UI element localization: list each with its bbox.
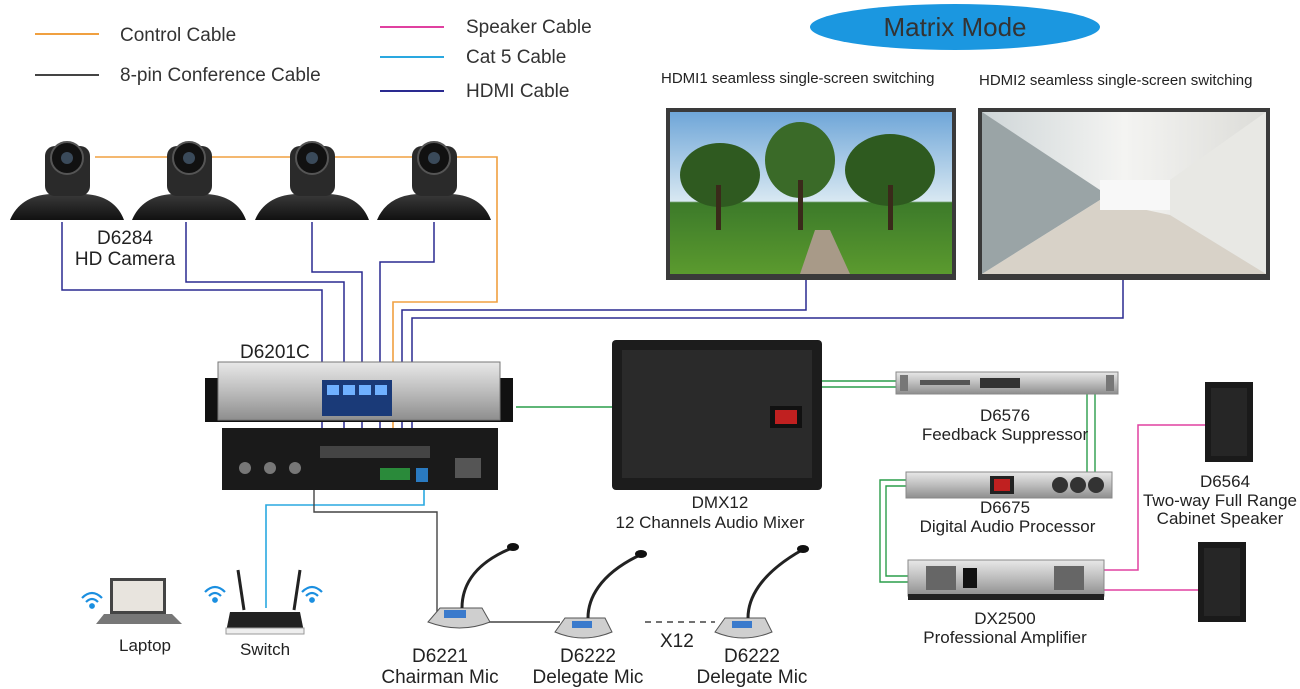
delegate2-model-label: D6222 bbox=[724, 646, 780, 667]
mixer-unit bbox=[612, 340, 822, 490]
suppressor-model-label: D6576 bbox=[979, 406, 1031, 425]
amplifier-unit bbox=[907, 559, 1105, 600]
delegate-mic-2 bbox=[714, 545, 809, 639]
amplifier-name-label: Professional Amplifier bbox=[923, 628, 1087, 647]
host-model-label: D6201C bbox=[240, 342, 310, 363]
audio-lines bbox=[516, 380, 1096, 583]
camera-2 bbox=[132, 141, 246, 220]
wifi-icon-laptop bbox=[81, 591, 103, 609]
legend-hdmi-label: HDMI Cable bbox=[466, 81, 570, 102]
processor-unit bbox=[905, 471, 1113, 499]
camera-3 bbox=[255, 141, 369, 220]
wifi-icon-switch-left bbox=[204, 585, 226, 603]
delegate1-model-label: D6222 bbox=[560, 646, 616, 667]
mode-title: Matrix Mode bbox=[810, 4, 1100, 50]
processor-name-label: Digital Audio Processor bbox=[919, 517, 1096, 536]
mixer-name-label: 12 Channels Audio Mixer bbox=[615, 513, 805, 532]
amplifier-model-label: DX2500 bbox=[974, 609, 1036, 628]
legend-cat5-label: Cat 5 Cable bbox=[466, 47, 567, 68]
chairman-mic bbox=[427, 543, 519, 629]
speaker-cables bbox=[1104, 424, 1205, 591]
laptop-label: Laptop bbox=[119, 636, 171, 655]
speaker-name-line2: Cabinet Speaker bbox=[1156, 509, 1284, 528]
delegate2-name-label: Delegate Mic bbox=[696, 667, 808, 688]
camera-model-label: D6284 bbox=[97, 228, 153, 249]
camera-4 bbox=[377, 141, 491, 220]
chairman-model-label: D6221 bbox=[412, 646, 468, 667]
legend-control-label: Control Cable bbox=[120, 25, 237, 46]
switch-device bbox=[225, 569, 305, 635]
laptop-device bbox=[96, 578, 182, 624]
legend-conference-label: 8-pin Conference Cable bbox=[120, 65, 321, 86]
wifi-icon-switch-right bbox=[301, 585, 323, 603]
mixer-model-label: DMX12 bbox=[691, 493, 749, 512]
suppressor-name-label: Feedback Suppressor bbox=[921, 425, 1089, 444]
camera-name-label: HD Camera bbox=[74, 249, 176, 270]
camera-1 bbox=[10, 141, 124, 220]
processor-model-label: D6675 bbox=[979, 498, 1031, 517]
screen-hdmi2-title: HDMI2 seamless single-screen switching bbox=[979, 72, 1253, 89]
screen-hdmi1-title: HDMI1 seamless single-screen switching bbox=[661, 70, 935, 87]
delegate-mic-1 bbox=[554, 550, 647, 639]
speaker-model-label: D6564 bbox=[1199, 472, 1251, 491]
screen-hdmi1 bbox=[666, 108, 956, 280]
speaker-top bbox=[1205, 382, 1253, 462]
speaker-bottom bbox=[1198, 542, 1246, 622]
screen-hdmi2 bbox=[978, 108, 1270, 280]
chairman-name-label: Chairman Mic bbox=[381, 667, 499, 688]
speaker-name-line1: Two-way Full Range bbox=[1142, 491, 1297, 510]
suppressor-unit bbox=[895, 371, 1119, 395]
multiplier-label: X12 bbox=[660, 631, 694, 652]
switch-label: Switch bbox=[239, 640, 291, 659]
legend-speaker-label: Speaker Cable bbox=[466, 17, 592, 38]
delegate1-name-label: Delegate Mic bbox=[532, 667, 644, 688]
host-unit bbox=[205, 361, 513, 490]
control-cable bbox=[95, 156, 498, 456]
cat5-cable bbox=[265, 478, 425, 608]
